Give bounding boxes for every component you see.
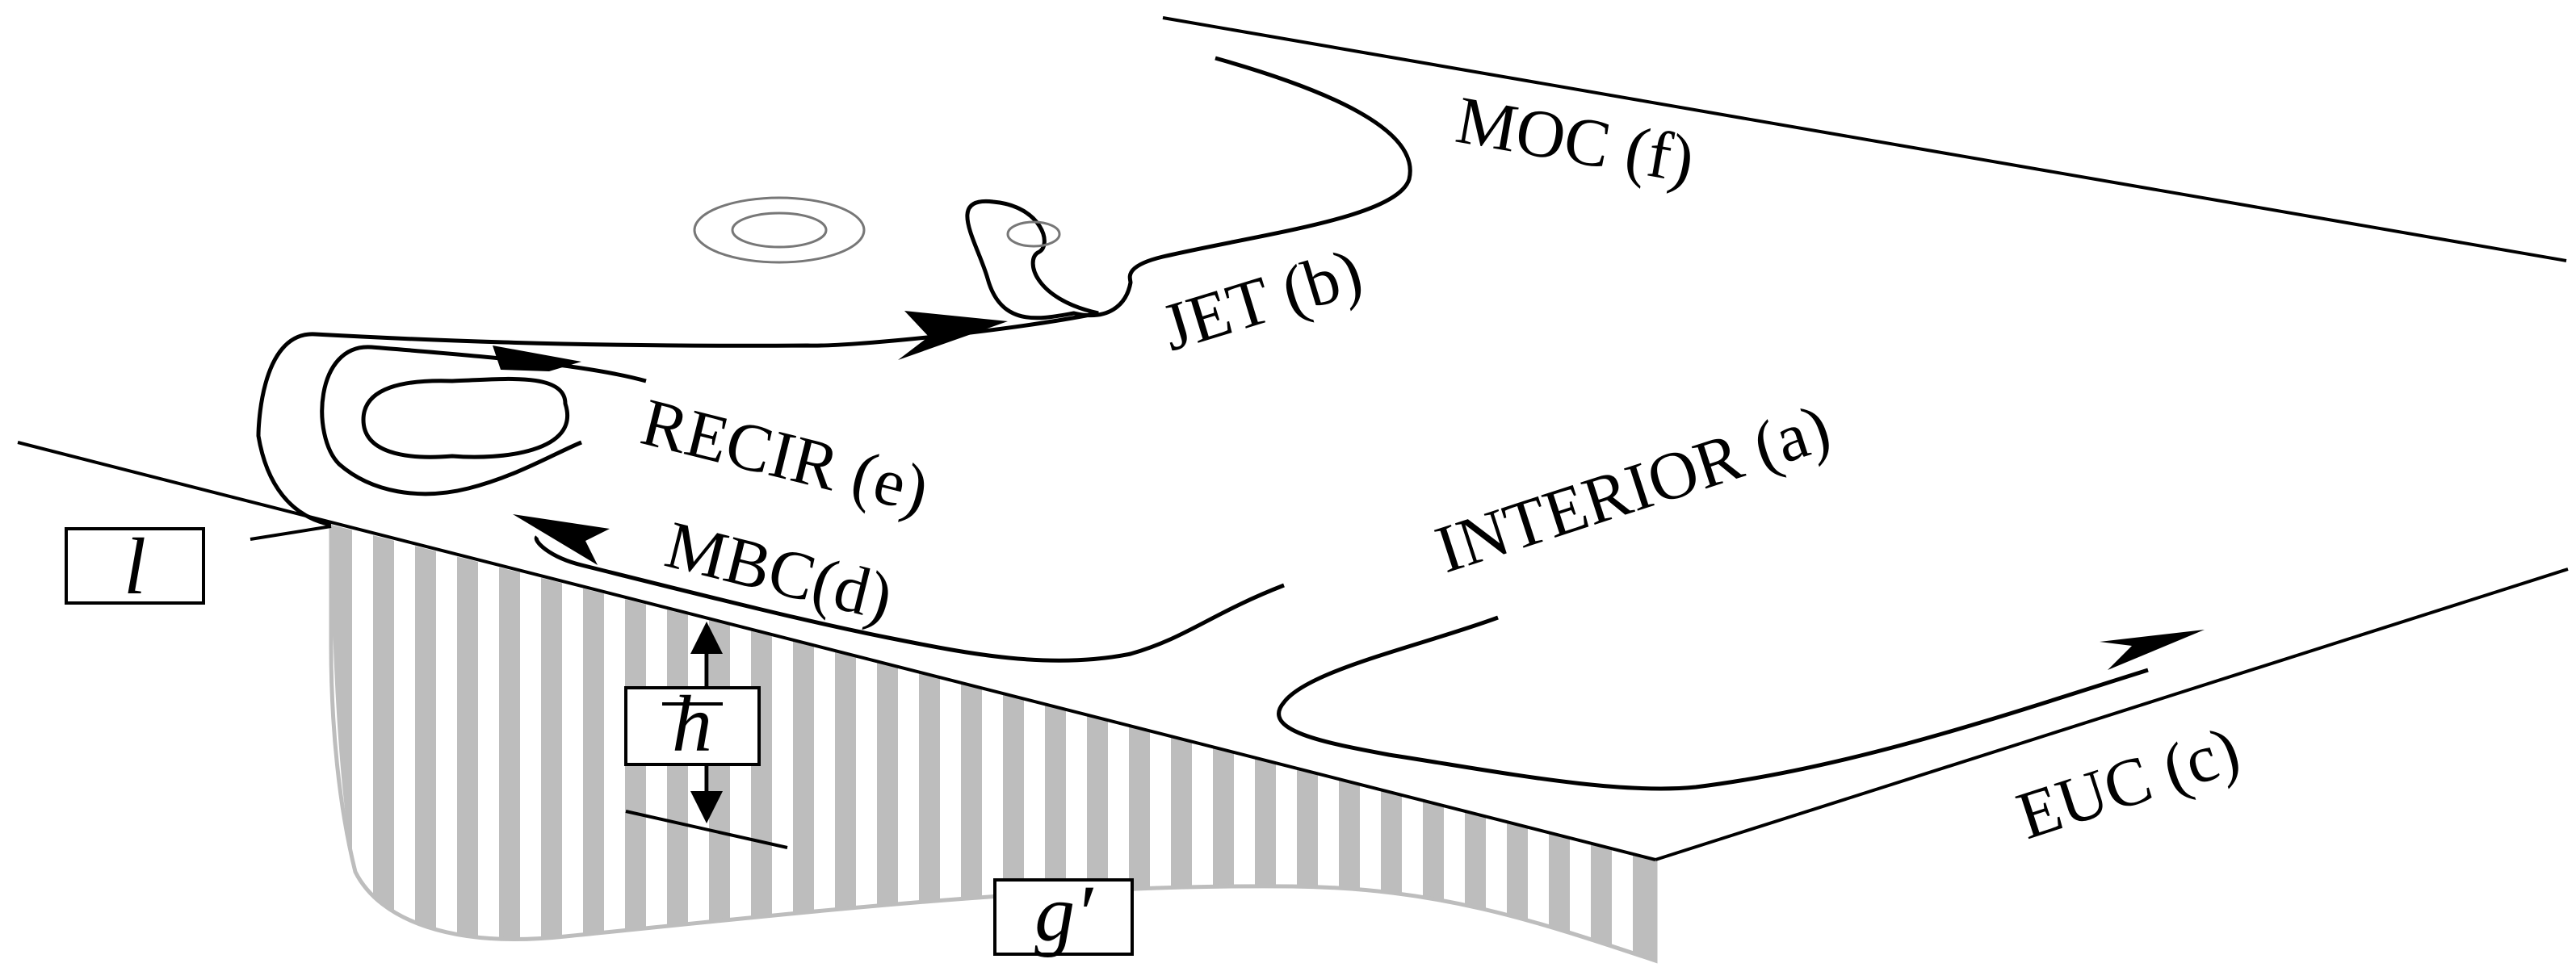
label-euc: EUC (c) xyxy=(2008,712,2248,854)
layer-stripe xyxy=(1255,525,1276,961)
box-h-text: h xyxy=(672,679,712,769)
layer-stripe xyxy=(1339,525,1360,961)
recirculation-outer-loop xyxy=(320,345,647,496)
label-interior: INTERIOR (a) xyxy=(1427,390,1839,588)
layer-stripe xyxy=(1633,525,1654,961)
box-g-prime-text: g′ xyxy=(1034,869,1094,958)
layer-stripe xyxy=(1591,525,1612,961)
surface-back-edge xyxy=(1162,16,2567,262)
l-pointer-line xyxy=(250,525,332,541)
euc-arrow xyxy=(2100,630,2205,670)
label-moc: MOC (f) xyxy=(1451,82,1700,198)
slab-outline xyxy=(329,525,1658,964)
moc-jet-streamline xyxy=(256,56,1412,527)
layer-stripe xyxy=(1297,525,1318,961)
layer-stripe xyxy=(373,525,394,961)
layer-stripe xyxy=(541,525,562,961)
surface-right-edge xyxy=(1655,567,2569,861)
layer-stripe xyxy=(499,525,520,961)
layer-stripe xyxy=(1381,525,1402,961)
euc-streamline xyxy=(1277,615,2149,791)
label-jet: JET (b) xyxy=(1153,234,1370,366)
box-g-prime: g′ xyxy=(993,869,1134,958)
layer-stripe xyxy=(919,525,940,961)
mbc-arrow xyxy=(513,514,610,565)
box-h: h xyxy=(624,679,761,769)
recirculation-arrow xyxy=(493,346,581,371)
jet-arrow xyxy=(898,311,1008,360)
layer-stripe xyxy=(1549,525,1570,961)
h-reference-line xyxy=(625,810,788,849)
eddy-rings xyxy=(693,196,1061,264)
layer-stripe xyxy=(415,525,436,961)
recirculation-inner-loop xyxy=(361,376,569,459)
layer-stripe xyxy=(1213,525,1234,961)
mbc-streamline xyxy=(534,535,1285,663)
label-recir: RECIR (e) xyxy=(634,384,935,528)
box-l-text: l xyxy=(124,521,146,611)
layer-stripe xyxy=(1171,525,1192,961)
box-l: l xyxy=(65,521,205,611)
layer-stripe xyxy=(457,525,478,961)
layer-stripe xyxy=(877,525,898,961)
layer-stripe xyxy=(583,525,604,961)
surface-front-edge xyxy=(17,441,1656,861)
